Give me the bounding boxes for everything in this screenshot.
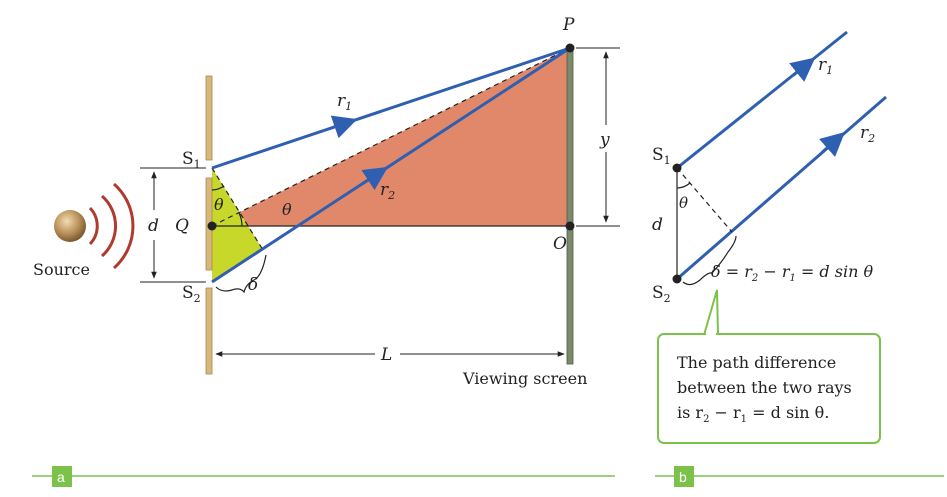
barrier-bottom	[205, 287, 213, 375]
theta-label-b: θ	[679, 194, 688, 212]
callout-line-2: between the two rays	[677, 378, 852, 397]
viewing-screen-label: Viewing screen	[462, 369, 587, 388]
ray-r1	[211, 46, 571, 170]
ray-b-r2	[676, 95, 887, 281]
panel-b-badge	[674, 466, 694, 487]
r2-label: r2	[380, 180, 395, 202]
delta-brace-b	[682, 235, 737, 286]
viewing-screen	[566, 47, 574, 365]
callout-line-1: The path difference	[677, 353, 836, 372]
d-label-b: d	[652, 215, 663, 235]
delta-brace	[215, 254, 267, 294]
s1-label-b: S1	[652, 145, 671, 167]
dashed-perpendicular	[211, 167, 264, 251]
angle-arc-q	[238, 212, 243, 227]
L-label: L	[380, 345, 392, 365]
point-p	[565, 43, 575, 53]
angle-arc-s1	[211, 185, 225, 191]
ray-b-r1-arrow	[789, 57, 816, 82]
callout-line-3: is r2 − r1 = d sin θ.	[677, 403, 829, 425]
source-label: Source	[33, 260, 90, 279]
panel-b: S1 S2 d θ r1 r2 δ = r2 − r1 = d sin θ Th…	[652, 30, 944, 487]
ray-r1-arrow	[329, 115, 358, 139]
d-label: d	[148, 216, 159, 236]
angle-arc-b	[676, 182, 691, 189]
p-label: P	[562, 15, 575, 35]
path-difference-equation: δ = r2 − r1 = d sin θ	[711, 262, 873, 284]
light-source	[54, 210, 86, 242]
ray-b-r1	[676, 30, 848, 170]
panel-a: Source S1 S2 d Q P O y L r1 r2 θ θ δ Vie…	[32, 15, 620, 487]
yellow-triangle	[212, 168, 263, 282]
point-q	[207, 221, 217, 231]
point-s1-b	[672, 163, 682, 173]
theta-label-q: θ	[282, 200, 292, 219]
callout-box	[657, 333, 881, 444]
panel-a-badge	[52, 466, 72, 487]
o-label: O	[553, 234, 567, 254]
r2-label-b: r2	[860, 123, 875, 145]
ray-r2	[211, 46, 571, 284]
y-label: y	[599, 130, 610, 150]
panel-b-badge-text: b	[679, 469, 687, 485]
panel-a-badge-text: a	[57, 469, 65, 485]
dashed-line-qp	[211, 47, 571, 227]
delta-label: δ	[248, 275, 258, 295]
r1-label: r1	[337, 91, 352, 113]
ray-b-r2-arrow	[819, 132, 845, 157]
barrier-top	[205, 75, 213, 161]
s1-label: S1	[182, 149, 201, 171]
point-s2-b	[672, 274, 682, 284]
s2-label-b: S2	[652, 283, 671, 305]
ray-r2-arrow	[361, 166, 389, 191]
point-o	[565, 221, 575, 231]
wave-fronts	[88, 182, 135, 270]
q-label: Q	[175, 216, 189, 236]
r1-label-b: r1	[818, 55, 833, 77]
callout-pointer	[703, 289, 719, 336]
s2-label: S2	[182, 283, 201, 305]
theta-label-s1: θ	[214, 195, 224, 214]
